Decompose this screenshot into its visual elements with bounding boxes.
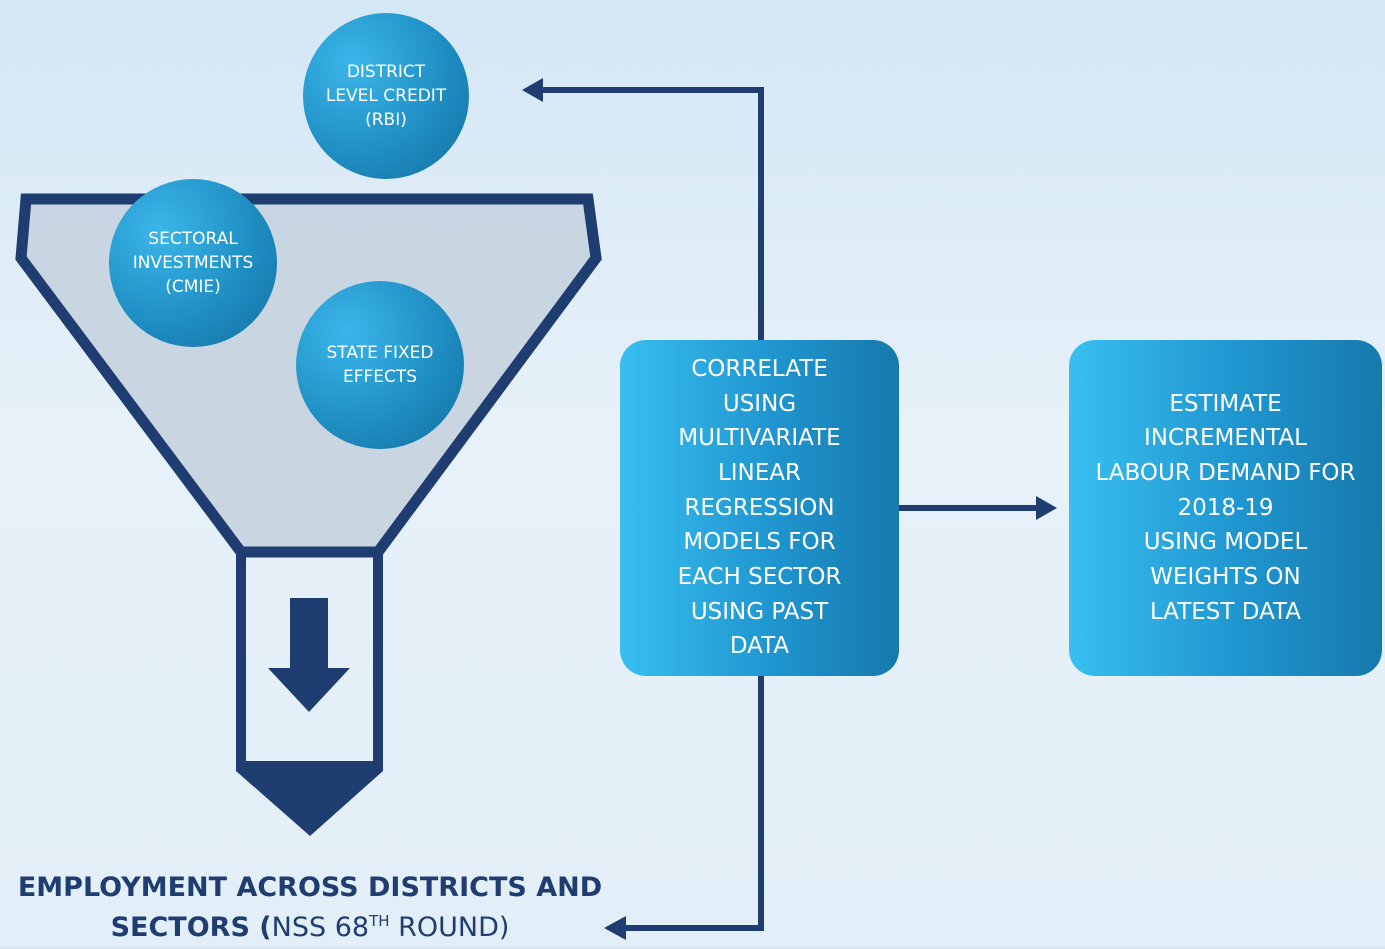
caption-round: ROUND) [389, 912, 510, 943]
arrow-left-icon [522, 78, 543, 102]
sectoral-investments-circle: SECTORAL INVESTMENTS (CMIE) [109, 179, 277, 347]
state-fixed-effects-circle: STATE FIXED EFFECTS [296, 281, 464, 449]
connector-to-credit [540, 87, 764, 340]
connector-to-employment [625, 676, 764, 931]
arrow-down-icon [268, 598, 350, 712]
caption-superscript: TH [369, 912, 390, 930]
arrow-right-icon [1036, 496, 1057, 520]
funnel-tip [236, 771, 383, 836]
district-credit-circle: DISTRICT LEVEL CREDIT (RBI) [303, 13, 469, 179]
caption-nss: NSS 68 [271, 912, 370, 943]
estimate-box: ESTIMATE INCREMENTAL LABOUR DEMAND FOR 2… [1069, 340, 1382, 676]
caption-sectors: SECTORS ( [110, 912, 272, 943]
correlate-box: CORRELATE USING MULTIVARIATE LINEAR REGR… [620, 340, 899, 676]
employment-caption-line2: SECTORS (NSS 68TH ROUND) [0, 907, 620, 949]
employment-caption-line1: EMPLOYMENT ACROSS DISTRICTS AND [17, 872, 603, 903]
funnel-spout [236, 547, 383, 771]
arrow-left-icon [604, 916, 626, 940]
